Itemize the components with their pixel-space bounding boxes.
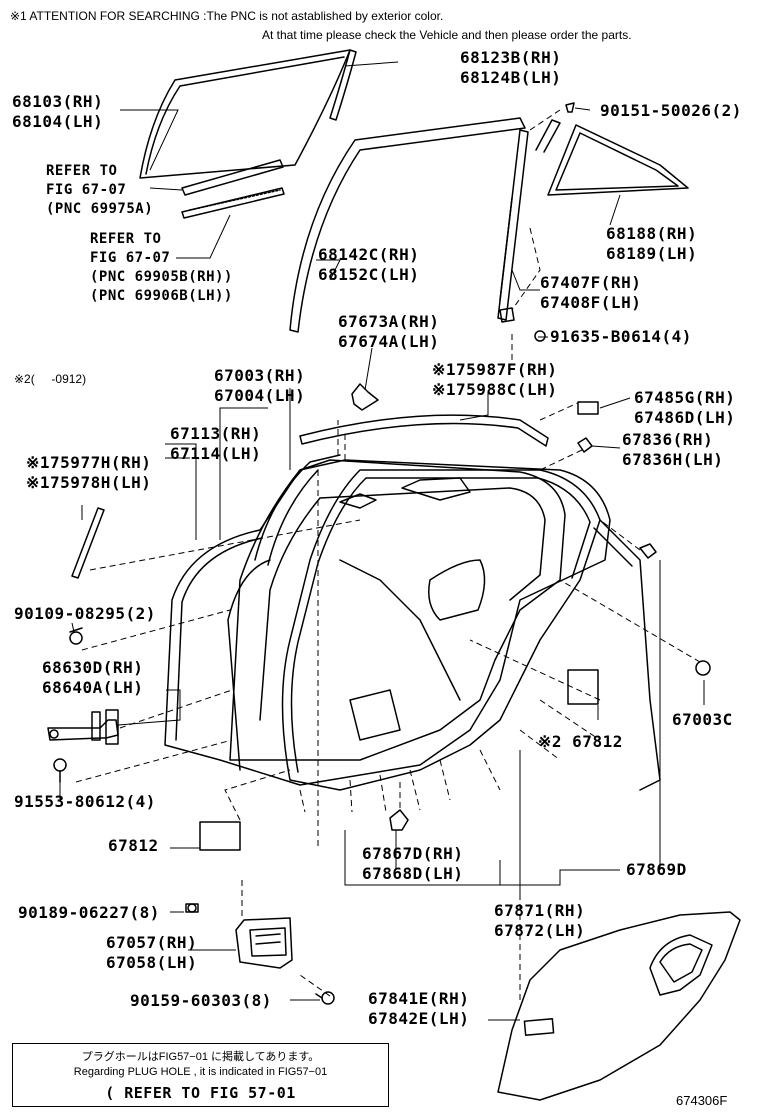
- label-68189: 68189(LH): [606, 244, 698, 263]
- label-67812-note: ※2 67812: [538, 732, 623, 751]
- refer-label-1c: (PNC 69975A): [46, 201, 154, 217]
- door-lock: [235, 917, 293, 969]
- refer-label-2b: FIG 67-07: [90, 250, 171, 266]
- attention-note-line1: ※1 ATTENTION FOR SEARCHING :The PNC is n…: [10, 9, 444, 23]
- glass-run-upper: [329, 49, 357, 121]
- quarter-window: [547, 124, 689, 196]
- label-67003c: 67003C: [672, 710, 733, 729]
- label-68104: 68104(LH): [12, 112, 104, 131]
- label-68103: 68103(RH): [12, 92, 104, 111]
- label-67058: 67058(LH): [106, 953, 198, 972]
- mirror-base: [351, 383, 379, 411]
- plug-hole-refer: ( REFER TO FIG 57-01: [105, 1084, 296, 1102]
- door-trim-panel: [497, 911, 741, 1101]
- inner-panel-hole: [428, 559, 486, 621]
- label-67057: 67057(RH): [106, 933, 198, 952]
- label-75977h: ※175977H(RH): [26, 453, 152, 472]
- label-67842e: 67842E(LH): [368, 1009, 470, 1028]
- label-90151: 90151-50026(2): [600, 101, 742, 120]
- attention-note-line2: At that time please check the Vehicle an…: [262, 28, 632, 42]
- division-bar: [497, 129, 529, 321]
- label-67673a: 67673A(RH): [338, 312, 440, 331]
- label-67486d: 67486D(LH): [634, 408, 736, 427]
- label-68123b: 68123B(RH): [460, 48, 562, 67]
- label-67003: 67003(RH): [214, 366, 306, 385]
- note2-range: ※2( -0912): [14, 372, 87, 386]
- label-67674a: 67674A(LH): [338, 332, 440, 351]
- label-75978h: ※175978H(LH): [26, 473, 152, 492]
- refer-label-1a: REFER TO: [46, 163, 118, 179]
- label-67836: 67836(RH): [622, 430, 714, 449]
- door-hinge: [47, 719, 119, 741]
- rear-moulding: [71, 507, 105, 579]
- belt-weatherstrip-inner: [181, 187, 285, 219]
- opening-weatherstrip: [599, 519, 661, 791]
- label-67812: 67812: [108, 836, 159, 855]
- label-67868d: 67868D(LH): [362, 864, 464, 883]
- opening-trim: [299, 414, 549, 447]
- label-91553: 91553-80612(4): [14, 792, 156, 811]
- label-68188: 68188(RH): [606, 224, 698, 243]
- refer-label-1b: FIG 67-07: [46, 182, 127, 198]
- label-90109: 90109-08295(2): [14, 604, 156, 623]
- door-outer-panel: [164, 459, 611, 786]
- door-inner-frame: [229, 459, 566, 761]
- refer-label-2c: (PNC 69905B(RH)): [90, 269, 233, 285]
- label-91635: 91635-B0614(4): [550, 327, 692, 346]
- label-67872: 67872(LH): [494, 921, 586, 940]
- label-90159: 90159-60303(8): [130, 991, 272, 1010]
- belt-weatherstrip-outer: [181, 159, 284, 196]
- refer-label-2a: REFER TO: [90, 231, 162, 247]
- plug-hole-note-jp: プラグホールはFIG57−01 に掲載してあります。: [81, 1051, 320, 1063]
- service-hole-cover: [199, 821, 241, 851]
- label-67841e: 67841E(RH): [368, 989, 470, 1008]
- service-hole-cover-2: [567, 669, 599, 705]
- frame-moulding: [289, 117, 526, 333]
- label-67407f: 67407F(RH): [540, 273, 642, 292]
- label-68124b: 68124B(LH): [460, 68, 562, 87]
- label-90189: 90189-06227(8): [18, 903, 160, 922]
- plug-hole-note-en: Regarding PLUG HOLE , it is indicated in…: [73, 1066, 328, 1078]
- label-68152c: 68152C(LH): [318, 265, 420, 284]
- label-67871: 67871(RH): [494, 901, 586, 920]
- label-68630d: 68630D(RH): [42, 658, 144, 677]
- label-67113: 67113(RH): [170, 424, 262, 443]
- label-67836h: 67836H(LH): [622, 450, 724, 469]
- label-68640a: 68640A(LH): [42, 678, 144, 697]
- label-67485g: 67485G(RH): [634, 388, 736, 407]
- label-68142c: 68142C(RH): [318, 245, 420, 264]
- label-67867d: 67867D(RH): [362, 844, 464, 863]
- label-67004: 67004(LH): [214, 386, 306, 405]
- label-67869d: 67869D: [626, 860, 687, 879]
- figure-code: 674306F: [676, 1093, 728, 1108]
- door-glass: [139, 49, 351, 179]
- plug-hole-note: プラグホールはFIG57−01 に掲載してあります。 Regarding PLU…: [12, 1043, 389, 1107]
- label-75988c: ※175988C(LH): [432, 380, 558, 399]
- label-67114: 67114(LH): [170, 444, 262, 463]
- refer-label-2d: (PNC 69906B(LH)): [90, 288, 233, 304]
- label-75987f: ※175987F(RH): [432, 360, 558, 379]
- label-67408f: 67408F(LH): [540, 293, 642, 312]
